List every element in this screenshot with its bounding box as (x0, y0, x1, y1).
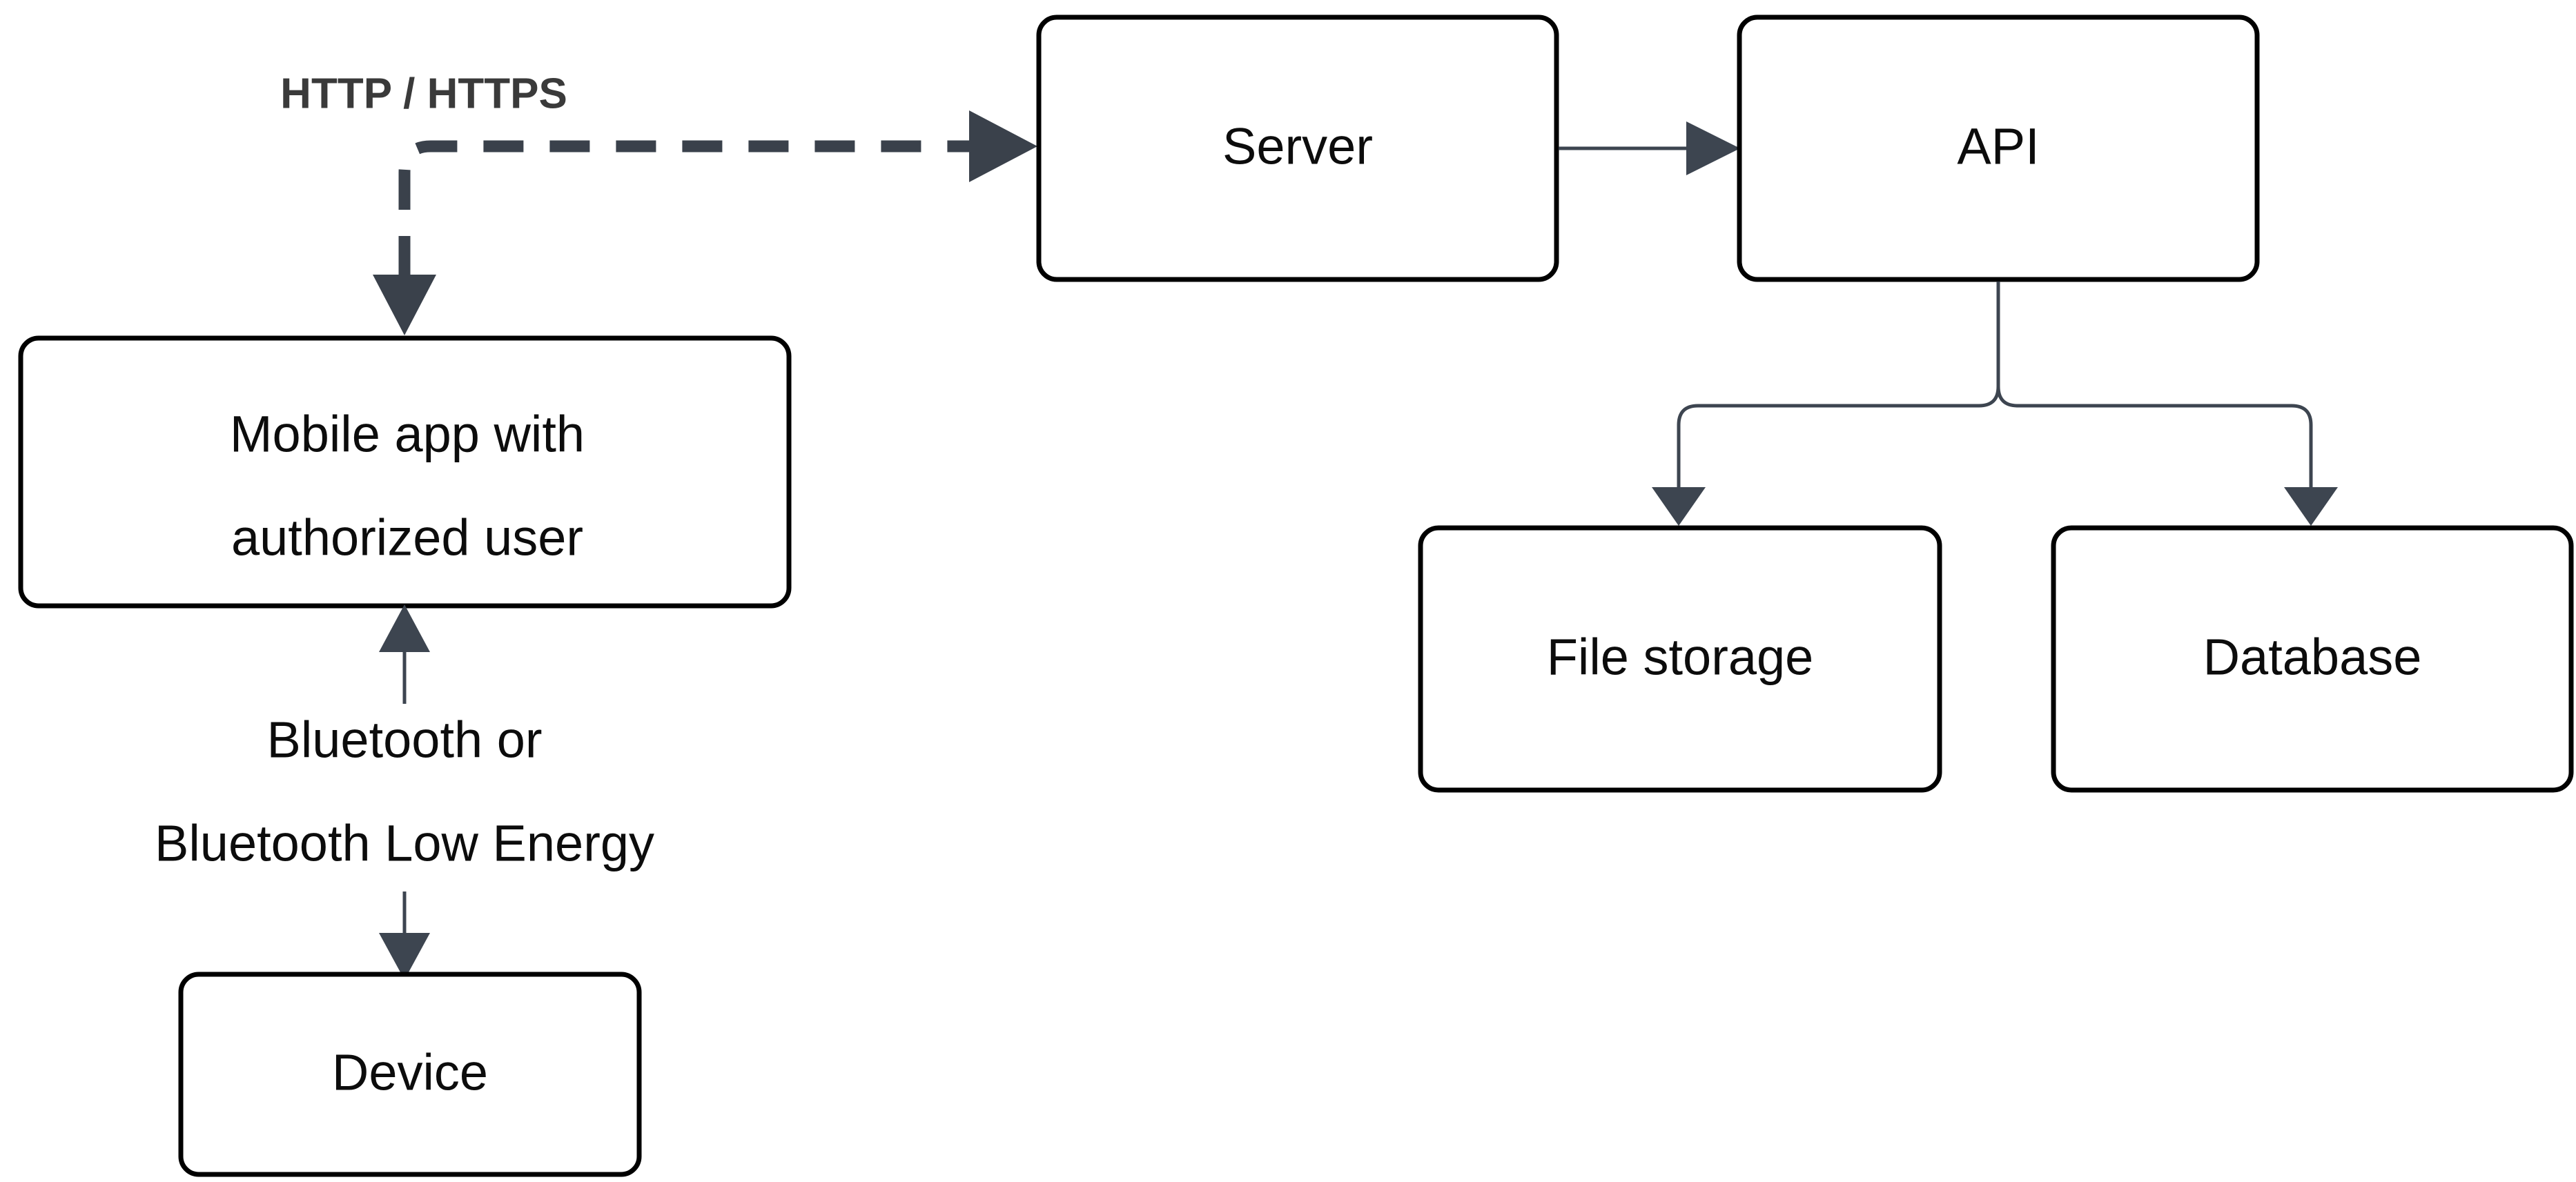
node-mobile-app-label-line1: Mobile app with (230, 406, 585, 463)
node-device-box[interactable] (178, 972, 642, 1177)
node-mobile-app-label-line2: authorized user (231, 509, 583, 567)
bluetooth-arrowhead-up (379, 604, 430, 652)
api-database-path (1996, 282, 2313, 493)
http-arrowhead-down (373, 275, 436, 335)
node-server[interactable]: Server (1036, 14, 1559, 282)
http-dashed-path (398, 140, 972, 276)
node-file-storage-label: File storage (1547, 629, 1814, 686)
edge-server-to-api (1559, 121, 1740, 175)
api-file-storage-path (1677, 282, 2000, 493)
node-api-box[interactable] (1737, 14, 2260, 282)
node-api[interactable]: API (1737, 14, 2260, 282)
api-database-arrowhead (2284, 487, 2338, 526)
edge-api-to-database (1996, 282, 2338, 526)
node-file-storage-box[interactable] (1418, 525, 1942, 793)
api-file-storage-arrowhead (1652, 487, 1706, 526)
edge-api-to-file-storage (1652, 282, 2000, 526)
server-api-arrowhead (1686, 121, 1740, 175)
edge-mobile-to-server: HTTP / HTTPS (280, 70, 1037, 335)
node-device-label: Device (332, 1044, 488, 1101)
node-device[interactable]: Device (178, 972, 642, 1177)
http-arrowhead-right (969, 110, 1037, 182)
node-api-label: API (1957, 118, 2039, 175)
node-mobile-app[interactable]: Mobile app with authorized user (18, 335, 792, 609)
edge-label-bluetooth-line1: Bluetooth or (266, 711, 542, 769)
node-database[interactable]: Database (2051, 525, 2574, 793)
node-server-box[interactable] (1036, 14, 1559, 282)
edge-mobile-to-device: Bluetooth or Bluetooth Low Energy (155, 604, 654, 980)
bluetooth-arrowhead-down (379, 933, 430, 980)
edge-label-http-https: HTTP / HTTPS (280, 70, 567, 117)
node-server-label: Server (1222, 118, 1373, 175)
node-file-storage[interactable]: File storage (1418, 525, 1942, 793)
node-database-label: Database (2203, 629, 2422, 686)
edge-label-bluetooth-line2: Bluetooth Low Energy (155, 815, 654, 872)
node-database-box[interactable] (2051, 525, 2574, 793)
